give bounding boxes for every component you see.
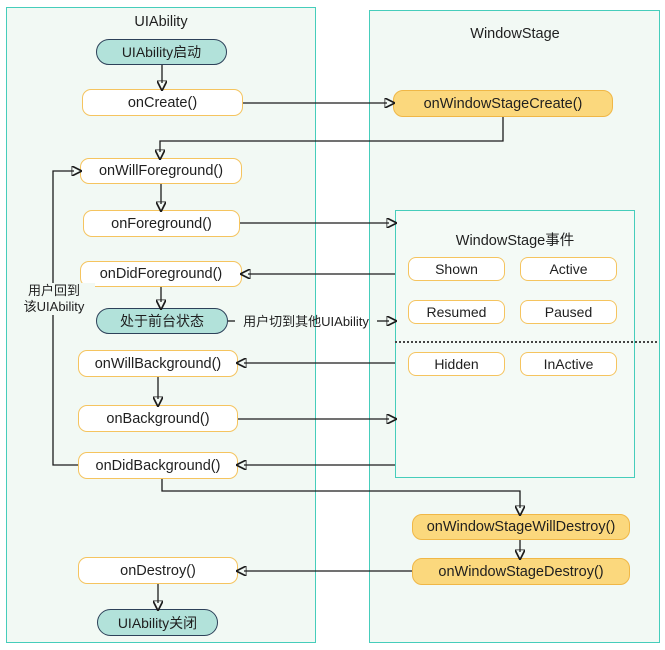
windowstage-events-title: WindowStage事件	[455, 233, 575, 249]
node-onforeground: onForeground()	[83, 210, 240, 237]
event-active: Active	[520, 257, 617, 281]
node-onbackground: onBackground()	[78, 405, 238, 432]
node-uiability-start: UIAbility启动	[96, 39, 227, 65]
label-user-returns: 用户回到 该UIAbility	[13, 283, 95, 315]
node-ondestroy: onDestroy()	[78, 557, 238, 584]
windowstage-events-box	[395, 210, 635, 478]
node-foreground-state: 处于前台状态	[96, 308, 228, 334]
node-oncreate: onCreate()	[82, 89, 243, 116]
event-paused: Paused	[520, 300, 617, 324]
label-user-switches-away: 用户切到其他UIAbility	[243, 314, 369, 329]
node-ondidforeground: onDidForeground()	[80, 261, 242, 287]
uiability-panel-title: UIAbility	[134, 14, 188, 30]
event-inactive: InActive	[520, 352, 617, 376]
event-resumed: Resumed	[408, 300, 505, 324]
node-onwindowstagedestroy: onWindowStageDestroy()	[412, 558, 630, 585]
node-onwindowstagewilldestroy: onWindowStageWillDestroy()	[412, 514, 630, 540]
node-onwillbackground: onWillBackground()	[78, 350, 238, 377]
event-hidden: Hidden	[408, 352, 505, 376]
node-onwillforeground: onWillForeground()	[80, 158, 242, 184]
node-uiability-end: UIAbility关闭	[97, 609, 218, 636]
node-ondidbackground: onDidBackground()	[78, 452, 238, 479]
event-shown: Shown	[408, 257, 505, 281]
label-user-returns-line1: 用户回到	[27, 283, 80, 298]
windowstage-panel-title: WindowStage	[470, 26, 560, 42]
foreground-background-divider	[395, 341, 657, 343]
label-user-returns-line2: 该UIAbility	[23, 299, 85, 314]
node-onwindowstagecreate: onWindowStageCreate()	[393, 90, 613, 117]
